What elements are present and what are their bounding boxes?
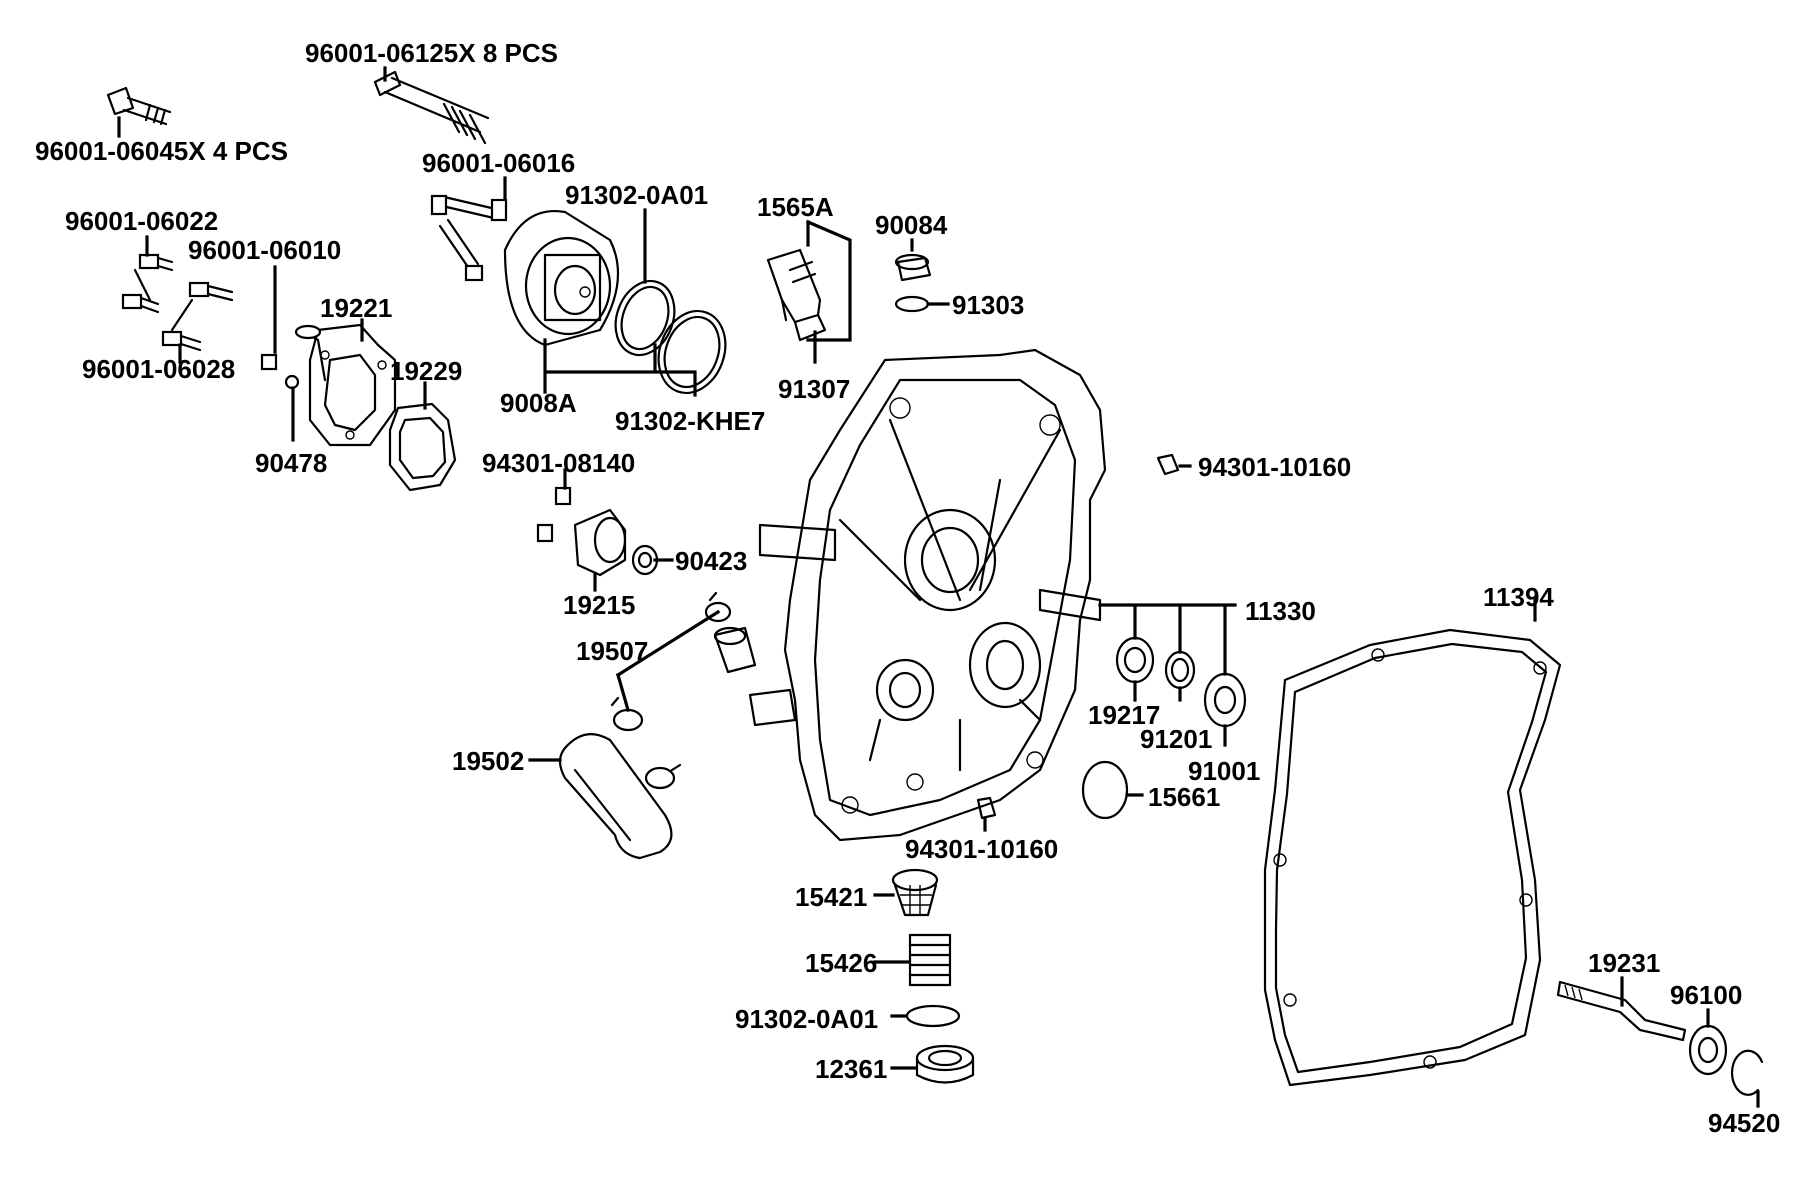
- washer-90478-drawing: [284, 374, 300, 390]
- small-bolts-drawing: [430, 194, 508, 282]
- pump-body-drawing: [573, 508, 659, 577]
- label-19217: 19217: [1088, 700, 1160, 730]
- long-bolt-drawing: [373, 70, 490, 145]
- pin-10160-bottom-drawing: [976, 796, 997, 820]
- label-11330: 11330: [1245, 596, 1316, 626]
- label-91201: 91201: [1140, 724, 1212, 754]
- oring-bottom-drawing: [905, 1004, 961, 1028]
- case-gasket-drawing: [1263, 628, 1562, 1087]
- hose-assembly-drawing: [558, 591, 757, 860]
- pump-shaft-drawing: [1556, 980, 1687, 1042]
- label-96100: 96100: [1670, 980, 1742, 1010]
- label-pin-94301-08140: 94301-08140: [482, 448, 635, 478]
- label-pin-94301-10160-bottom: 94301-10160: [905, 834, 1058, 864]
- label-bolt-06016: 96001-06016: [422, 148, 575, 178]
- left-bolts-drawing: [121, 253, 278, 371]
- oil-filler-drawing: [766, 248, 827, 342]
- pump-cover-drawing: [294, 323, 397, 447]
- label-90478: 90478: [255, 448, 327, 478]
- label-19502: 19502: [452, 746, 524, 776]
- label-15421: 15421: [795, 882, 867, 912]
- label-15661: 15661: [1148, 782, 1220, 812]
- label-90423: 90423: [675, 546, 747, 576]
- pump-gasket-drawing: [388, 402, 457, 492]
- label-19507: 19507: [576, 636, 648, 666]
- strainer-drawing: [891, 868, 939, 917]
- label-bolt-8pcs: 96001-06125X 8 PCS: [305, 38, 558, 68]
- label-oring-91302-0a01-top: 91302-0A01: [565, 180, 708, 210]
- label-91303: 91303: [952, 290, 1024, 320]
- label-9008a: 9008A: [500, 388, 577, 418]
- label-91001: 91001: [1188, 756, 1260, 786]
- pin-08140-drawing: [536, 486, 572, 543]
- label-12361: 12361: [815, 1054, 887, 1084]
- label-1565a: 1565A: [757, 192, 834, 222]
- spring-drawing: [908, 933, 952, 987]
- bearing-circlip-drawing: [1688, 1024, 1764, 1096]
- label-bolt-06022: 96001-06022: [65, 206, 218, 236]
- top-orings-drawing: [614, 279, 727, 395]
- drain-plug-drawing: [894, 253, 932, 313]
- crankcase-cover-drawing: [748, 348, 1107, 842]
- leader-lines: [117, 66, 1760, 1108]
- label-90084: 90084: [875, 210, 948, 240]
- label-19215: 19215: [563, 590, 635, 620]
- label-bolt-4pcs: 96001-06045X 4 PCS: [35, 136, 288, 166]
- label-pin-94301-10160-right: 94301-10160: [1198, 452, 1351, 482]
- drain-cap-drawing: [915, 1044, 975, 1084]
- label-bolt-06028: 96001-06028: [82, 354, 235, 384]
- short-bolt-drawing: [106, 86, 172, 126]
- oring-15661-drawing: [1081, 760, 1129, 820]
- label-bolt-06010: 96001-06010: [188, 235, 341, 265]
- impeller-housing-drawing: [503, 210, 620, 347]
- label-11394: 11394: [1483, 582, 1554, 612]
- pin-10160-right-drawing: [1156, 453, 1180, 476]
- label-oring-91302-0a01-bottom: 91302-0A01: [735, 1004, 878, 1034]
- label-15426: 15426: [805, 948, 877, 978]
- label-oring-91302-khe7: 91302-KHE7: [615, 406, 765, 436]
- label-19229: 19229: [390, 356, 462, 386]
- label-19221: 19221: [320, 293, 392, 323]
- label-94520: 94520: [1708, 1108, 1780, 1138]
- label-91307: 91307: [778, 374, 850, 404]
- label-19231: 19231: [1588, 948, 1660, 978]
